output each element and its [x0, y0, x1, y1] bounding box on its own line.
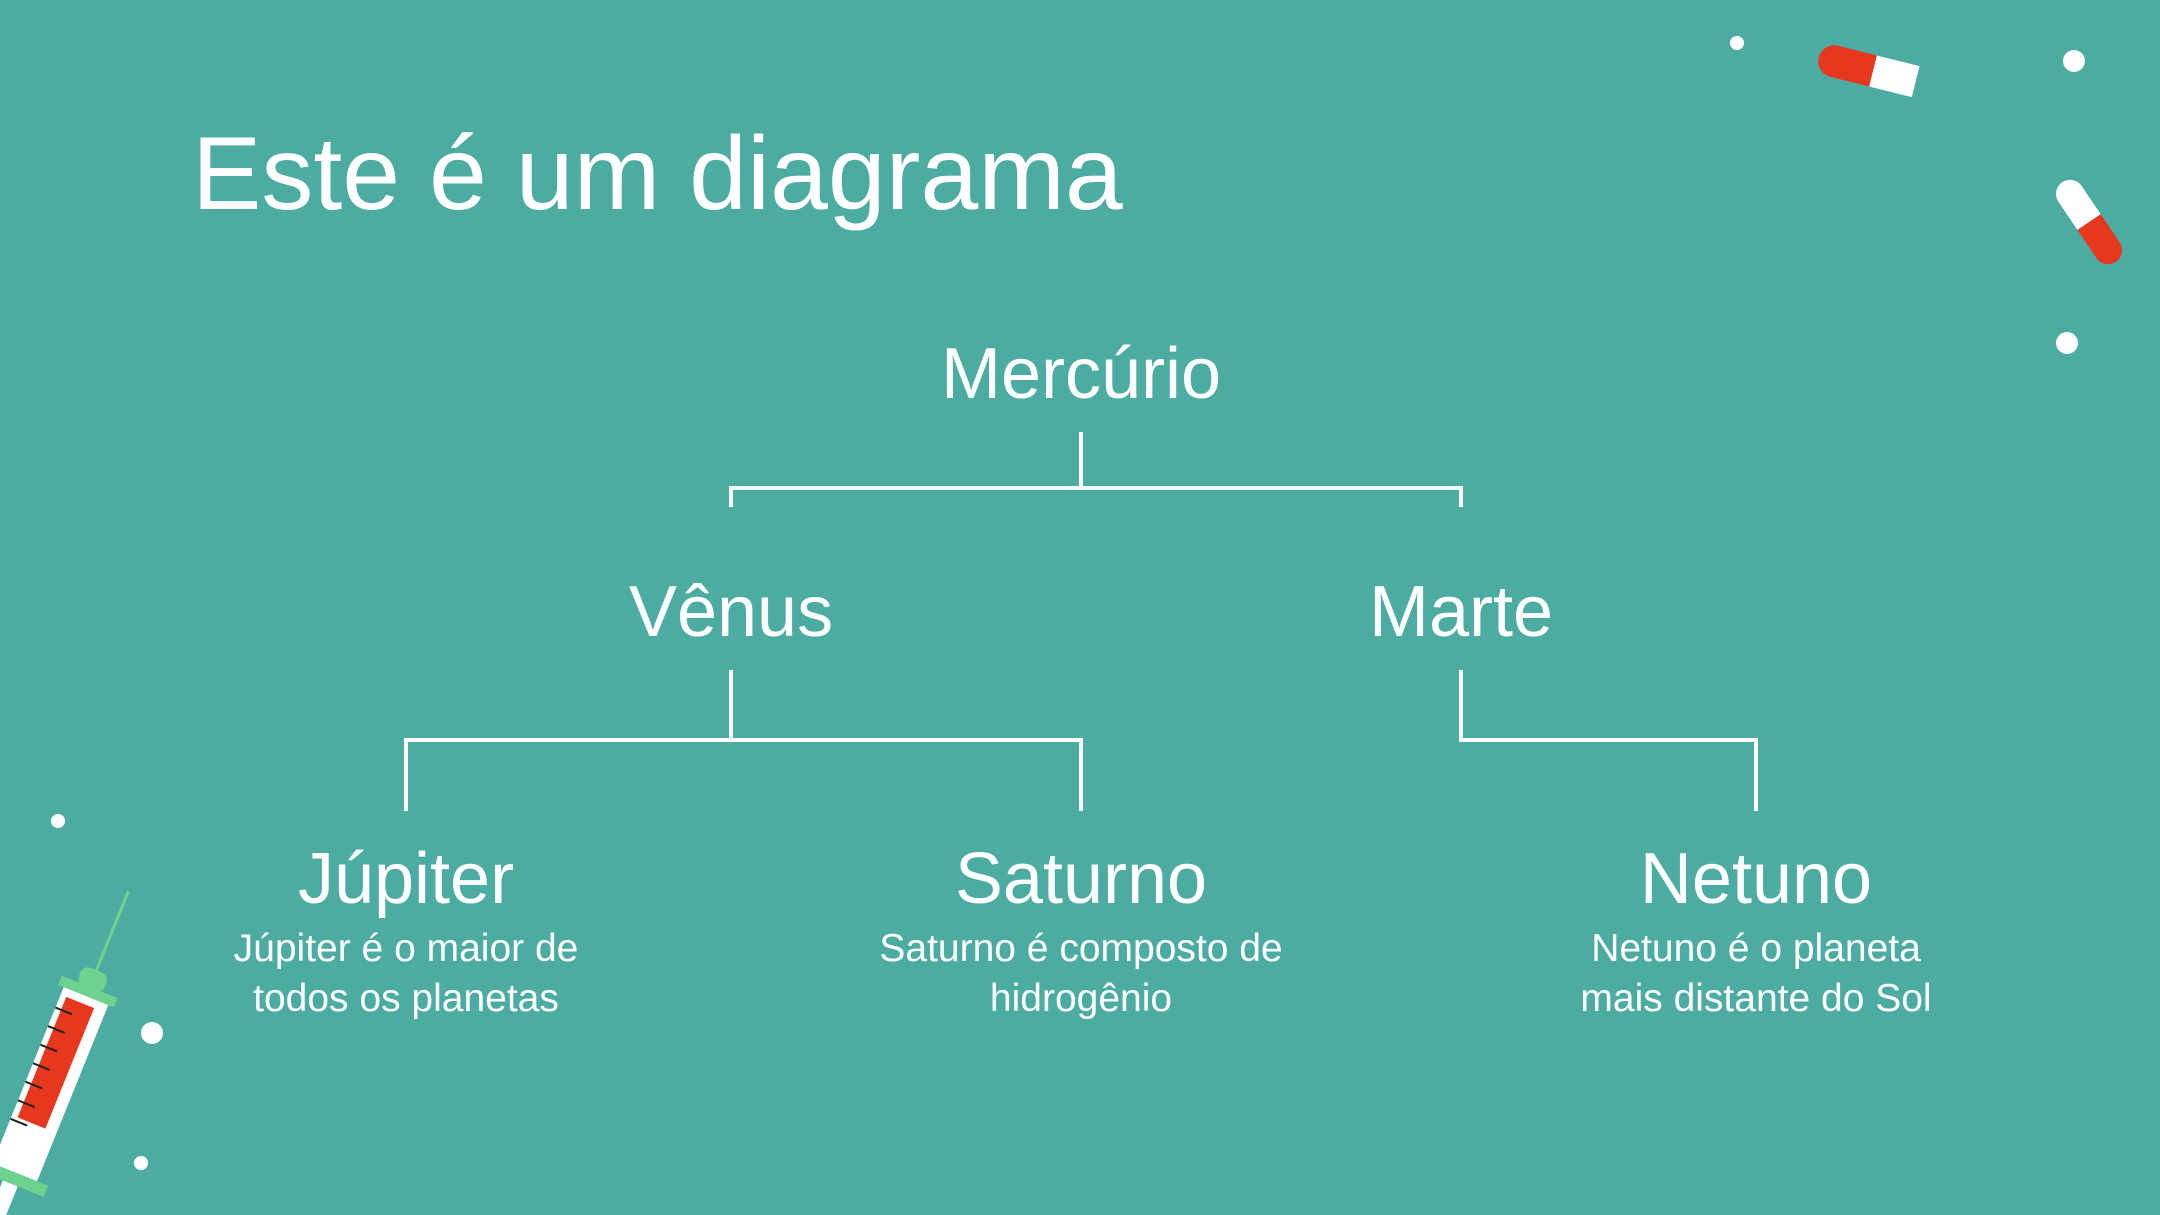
description-line: Júpiter é o maior de [233, 927, 579, 970]
node-jupiter-description: Júpiter é o maior de todos os planetas [234, 924, 579, 1024]
node-marte: Marte [1368, 572, 1554, 652]
dot-icon [134, 1156, 148, 1170]
node-netuno: Netuno [1639, 839, 1873, 919]
connector-venus-to-children [404, 670, 1083, 811]
node-netuno-description: Netuno é o planeta mais distante do Sol [1580, 924, 1931, 1024]
dot-icon [2056, 332, 2078, 354]
connector-root-to-level1 [729, 432, 1463, 507]
node-saturno-description: Saturno é composto de hidrogênio [879, 924, 1282, 1024]
slide-title: Este é um diagrama [192, 116, 1123, 232]
node-jupiter: Júpiter [297, 839, 515, 919]
dot-icon [1730, 36, 1744, 50]
dot-icon [51, 814, 65, 828]
description-line: hidrogênio [989, 977, 1173, 1020]
description-line: todos os planetas [253, 977, 559, 1020]
dot-icon [2063, 50, 2085, 72]
node-saturno: Saturno [954, 839, 1208, 919]
pill-capsule-icon [1818, 45, 1920, 98]
dot-icon [141, 1022, 163, 1044]
pill-capsule-icon [2055, 179, 2123, 265]
description-line: Netuno é o planeta [1591, 927, 1921, 970]
node-mercurio: Mercúrio [940, 334, 1222, 414]
connector-marte-to-netuno [1459, 670, 1758, 811]
description-line: Saturno é composto de [879, 927, 1283, 970]
description-line: mais distante do Sol [1580, 977, 1932, 1020]
node-venus: Vênus [628, 572, 834, 652]
syringe-icon [0, 890, 130, 1215]
